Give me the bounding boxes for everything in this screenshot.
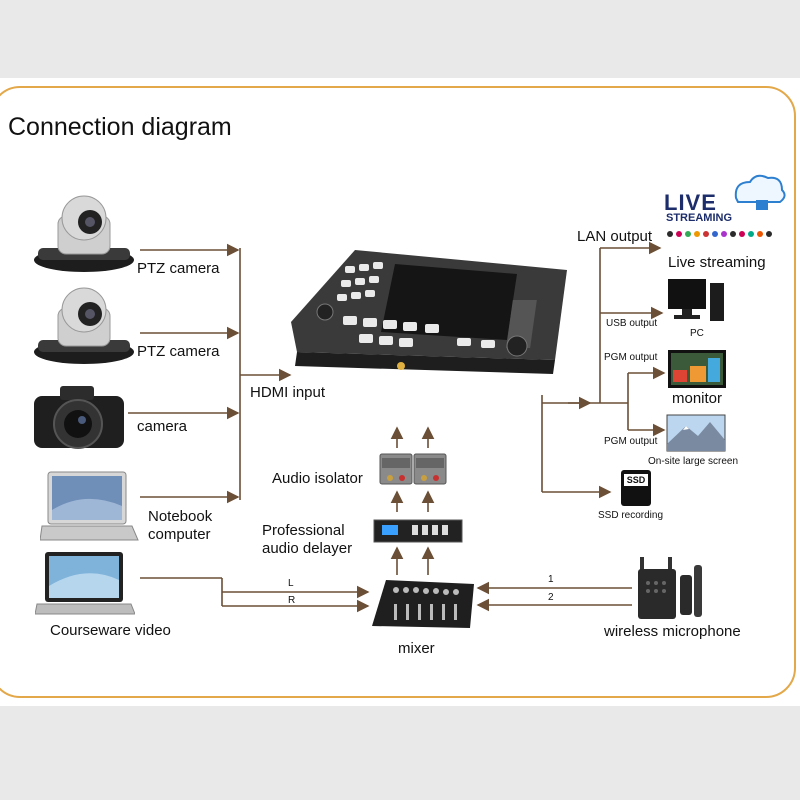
ssd-icon: SSD: [621, 470, 651, 506]
monitor-label: monitor: [672, 390, 723, 407]
hdmi-input-label: HDMI input: [250, 384, 326, 401]
courseware-label: Courseware video: [50, 622, 171, 639]
ptz-camera-1-label: PTZ camera: [137, 260, 220, 277]
pgm-output-1-label: PGM output: [604, 352, 658, 363]
top-band: [0, 0, 800, 78]
large-screen-label: On-site large screen: [648, 456, 739, 467]
ssd-badge: SSD: [624, 474, 648, 486]
ssd-recording-label: SSD recording: [598, 510, 664, 521]
pc-icon: [668, 279, 724, 321]
logo-sub: STREAMING: [666, 212, 732, 224]
notebook-label: Notebook computer: [148, 508, 212, 544]
audio-delayer-label-text: Professional audio delayer: [262, 522, 353, 557]
wireless-microphone-icon: [638, 557, 702, 619]
notebook-label-text: Notebook computer: [148, 508, 213, 543]
usb-output-label: USB output: [606, 318, 658, 329]
ptz-camera-1-icon: [34, 195, 134, 272]
right-channel-label: R: [288, 595, 296, 606]
mixer-device: [372, 580, 474, 628]
camera-icon: [34, 386, 124, 449]
large-screen-icon: [666, 414, 726, 452]
pgm-output-2-label: PGM output: [604, 436, 658, 447]
left-channel-label: L: [288, 578, 294, 589]
audio-isolator-label: Audio isolator: [272, 470, 363, 487]
bottom-band: [0, 706, 800, 800]
audio-isolator-device: [379, 453, 447, 485]
diagram-title: Connection diagram: [8, 113, 232, 141]
lan-output-label: LAN output: [577, 228, 653, 245]
ptz-camera-2-icon: [34, 287, 134, 364]
wireless-microphone-label: wireless microphone: [604, 623, 741, 640]
mixer-label: mixer: [398, 640, 435, 657]
live-streaming-logo: [667, 174, 786, 237]
audio-delayer-device: [373, 519, 463, 543]
logo-word: LIVE: [664, 190, 717, 215]
ptz-camera-2-label: PTZ camera: [137, 343, 220, 360]
audio-delayer-label: Professional audio delayer: [262, 522, 352, 558]
notebook-icon: [40, 471, 139, 541]
courseware-laptop-icon: [35, 552, 135, 615]
channel-1-label: 1: [548, 574, 554, 585]
channel-2-label: 2: [548, 592, 554, 603]
camera-label: camera: [137, 418, 188, 435]
live-streaming-label: Live streaming: [668, 254, 766, 271]
video-switcher-device: [291, 250, 567, 374]
pc-label: PC: [690, 328, 704, 339]
monitor-icon: [668, 350, 726, 388]
